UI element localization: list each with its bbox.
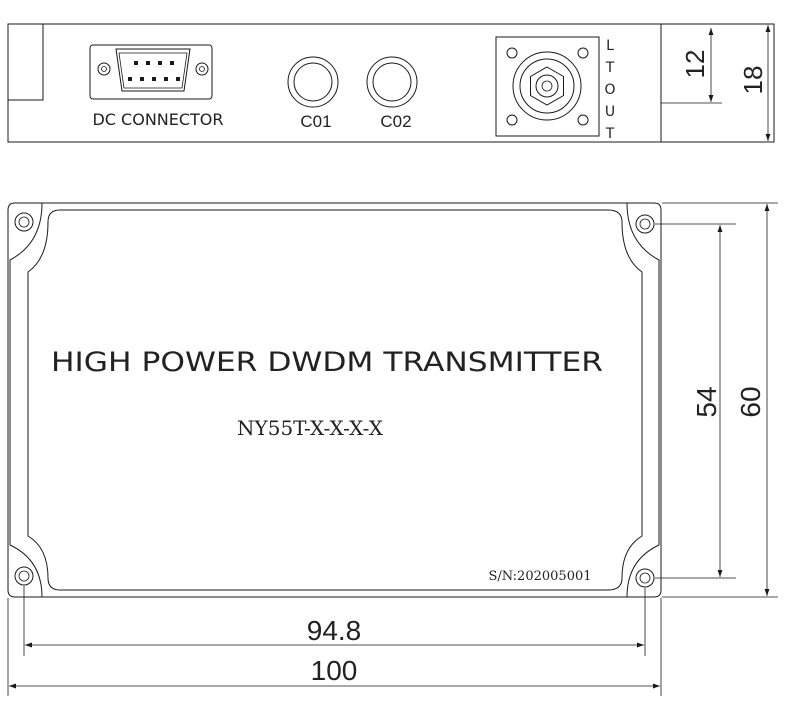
- mounting-hole-top-right: [635, 214, 655, 234]
- port-c02: [366, 56, 418, 108]
- svg-text:18: 18: [738, 66, 768, 95]
- dc-connector-label: DC CONNECTOR: [92, 110, 223, 129]
- dim-width: 100: [7, 598, 662, 696]
- top-view-lid: [27, 209, 643, 591]
- svg-text:L: L: [606, 38, 614, 54]
- mounting-hole-top-left: [14, 212, 34, 232]
- port-c01-label: C01: [300, 112, 331, 131]
- mounting-hole-bottom-right: [635, 568, 655, 588]
- top-view-outer-outline: [7, 202, 662, 598]
- device-title: HIGH POWER DWDM TRANSMITTER: [51, 347, 603, 378]
- side-view: DC CONNECTOR C01 C02 L T O: [7, 23, 775, 143]
- mounting-holes: [14, 212, 655, 588]
- top-view: HIGH POWER DWDM TRANSMITTER NY55T-X-X-X-…: [7, 202, 778, 696]
- serial-number: S/N:202005001: [488, 569, 591, 584]
- port-c01: [287, 56, 339, 108]
- dim-outer-height: 18: [738, 25, 771, 141]
- svg-text:T: T: [605, 60, 615, 76]
- svg-text:54: 54: [691, 386, 722, 417]
- side-view-left-flange: [7, 23, 44, 101]
- port-c02-label: C02: [380, 112, 411, 131]
- svg-text:O: O: [604, 82, 615, 98]
- model-number: NY55T-X-X-X-X: [237, 416, 384, 440]
- dim-height: 60: [662, 202, 778, 598]
- output-connector: [495, 36, 600, 137]
- svg-text:94.8: 94.8: [307, 615, 362, 646]
- svg-text:60: 60: [735, 386, 766, 417]
- svg-text:U: U: [605, 104, 615, 120]
- svg-text:12: 12: [680, 50, 710, 79]
- output-label-vertical: L T O U T: [604, 38, 615, 142]
- dim-hole-spacing-horizontal: 94.8: [23, 586, 646, 656]
- svg-text:100: 100: [311, 655, 358, 686]
- dc-connector-pins: [128, 61, 180, 81]
- dc-connector: [89, 44, 213, 100]
- dim-hole-spacing-vertical: 54: [655, 223, 736, 579]
- top-view-body-outline: [9, 202, 43, 598]
- svg-text:T: T: [605, 126, 615, 142]
- mounting-hole-bottom-left: [14, 566, 34, 586]
- dim-inner-height: 12: [661, 28, 722, 104]
